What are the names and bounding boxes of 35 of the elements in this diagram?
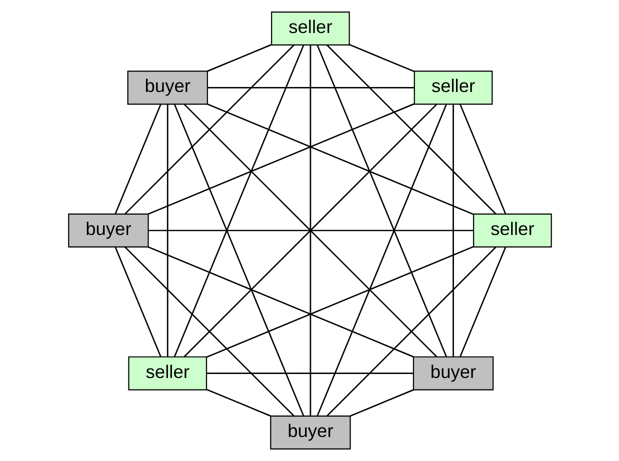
connector bbox=[206, 104, 474, 216]
node-box: buyer bbox=[412, 356, 494, 390]
connector bbox=[148, 103, 414, 215]
connector bbox=[206, 372, 413, 374]
connector bbox=[316, 104, 447, 416]
connector bbox=[114, 246, 161, 357]
connector bbox=[326, 246, 496, 416]
connector bbox=[206, 246, 474, 358]
node-box: buyer bbox=[126, 70, 208, 105]
node-box: seller bbox=[270, 11, 350, 46]
connector bbox=[206, 44, 272, 72]
connector bbox=[326, 44, 496, 214]
connector bbox=[452, 104, 454, 357]
connector bbox=[148, 246, 414, 358]
connector bbox=[459, 104, 506, 214]
node-box: seller bbox=[472, 213, 552, 248]
connector bbox=[207, 86, 414, 88]
connector bbox=[459, 246, 506, 357]
connector bbox=[148, 230, 473, 232]
node-box: seller bbox=[128, 356, 207, 390]
connector bbox=[316, 45, 447, 357]
node-box: buyer bbox=[270, 415, 350, 450]
connector bbox=[173, 45, 304, 357]
connector bbox=[124, 44, 294, 214]
node-box: seller bbox=[413, 70, 492, 105]
connector bbox=[309, 45, 311, 416]
connector bbox=[173, 104, 304, 416]
connector bbox=[183, 104, 437, 358]
node-box: buyer bbox=[68, 213, 148, 248]
connector bbox=[350, 389, 414, 417]
connector bbox=[124, 246, 294, 416]
connector bbox=[114, 104, 161, 214]
connector bbox=[206, 388, 270, 417]
connector bbox=[166, 104, 168, 357]
connector bbox=[348, 44, 414, 72]
